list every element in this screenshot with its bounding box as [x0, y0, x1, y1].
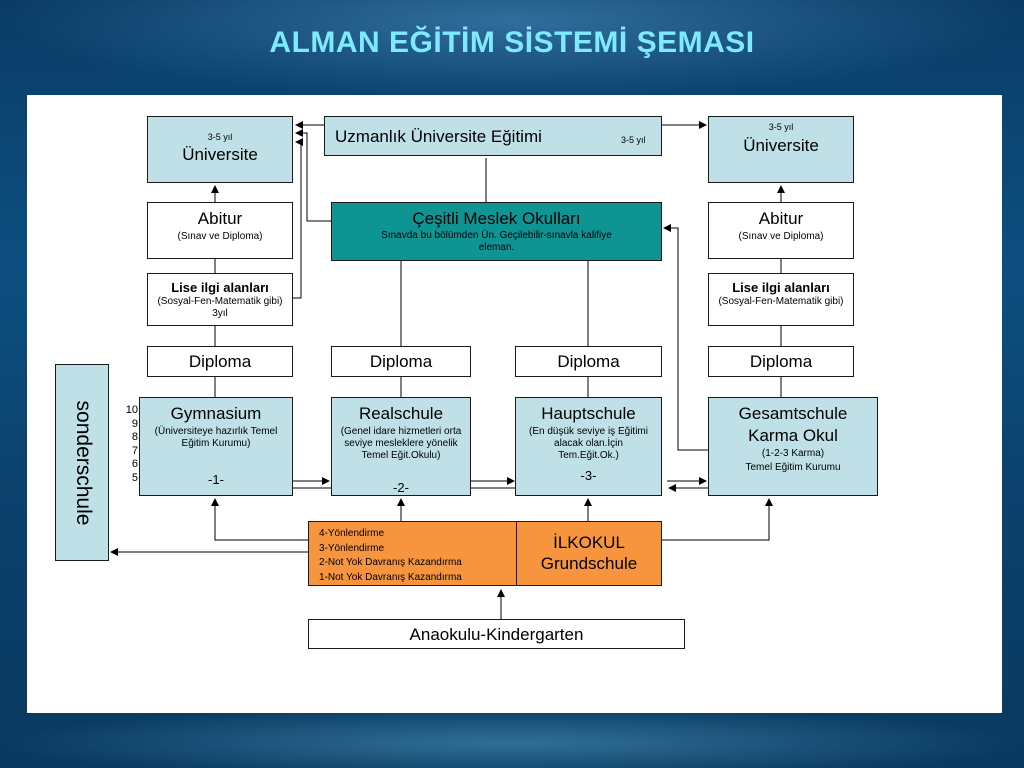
hauptschule-sub: (En düşük seviye iş Eğitimi alacak olan.…	[529, 426, 648, 461]
yonlendirme-line: 2-Not Yok Davranış Kazandırma	[319, 557, 462, 568]
gymnasium-sub: (Üniversiteye hazırlık Temel Eğitim Kuru…	[154, 426, 278, 449]
meslek-okullari-box: Çeşitli Meslek Okulları Sınavda bu bölüm…	[331, 202, 662, 261]
abitur-right-label: Abitur	[758, 209, 804, 228]
universite-right-label: Üniversite	[743, 136, 819, 155]
realschule-number: -2-	[393, 480, 409, 495]
diploma-hauptschule-box: Diploma	[515, 346, 662, 377]
gesamtschule-label: Gesamtschule	[738, 404, 848, 423]
grade-number: 10	[125, 404, 138, 416]
yonlendirme-line: 1-Not Yok Davranış Kazandırma	[319, 571, 462, 583]
lise-left-label: Lise ilgi alanları	[171, 280, 269, 295]
diploma-gesamtschule-label: Diploma	[749, 352, 813, 371]
hauptschule-number: -3-	[580, 468, 597, 483]
universite-right-years: 3-5 yıl	[768, 122, 794, 132]
anaokulu-box: Anaokulu-Kindergarten	[308, 619, 685, 649]
grade-number: 8	[131, 431, 138, 444]
gymnasium-number: -1-	[208, 472, 224, 487]
lise-right-box: Lise ilgi alanları (Sosyal-Fen-Matematik…	[708, 273, 854, 326]
lise-left-sub: (Sosyal-Fen-Matematik gibi) 3yıl	[157, 296, 283, 319]
gesamtschule-box: Gesamtschule Karma Okul (1-2-3 Karma) Te…	[708, 397, 878, 496]
grade-number: 6	[131, 458, 138, 471]
grade-number: 9	[131, 417, 138, 430]
universite-left-years: 3-5 yıl	[207, 132, 233, 142]
uzmanlik-box: Uzmanlık Üniversite Eğitimi 3-5 yıl	[324, 116, 662, 156]
diploma-gymnasium-box: Diploma	[147, 346, 293, 377]
meslek-sub: Sınavda bu bölümden Ün. Geçilebilir-sına…	[381, 230, 612, 253]
grade-numbers: 10 9 8 7 6 5	[122, 404, 138, 486]
gymnasium-label: Gymnasium	[170, 404, 262, 423]
sonderschule-label: sonderschule	[72, 400, 95, 526]
universite-left-label: Üniversite	[182, 145, 258, 164]
sonderschule-box: sonderschule	[55, 364, 109, 561]
diploma-realschule-label: Diploma	[369, 352, 433, 371]
grade-number: 7	[131, 444, 138, 457]
abitur-right-sub: (Sınav ve Diploma)	[738, 231, 824, 242]
gymnasium-box: Gymnasium (Üniversiteye hazırlık Temel E…	[139, 397, 293, 496]
diploma-gymnasium-label: Diploma	[188, 352, 252, 371]
abitur-left-sub: (Sınav ve Diploma)	[177, 231, 263, 242]
gesamtschule-sub1: (1-2-3 Karma)	[761, 448, 825, 459]
realschule-sub: (Genel idare hizmetleri orta seviye mesl…	[340, 426, 462, 461]
karma-okul-label: Karma Okul	[748, 426, 838, 445]
ilkokul-box: İLKOKUL Grundschule	[516, 521, 662, 586]
uzmanlik-years: 3-5 yıl	[621, 135, 646, 145]
hauptschule-label: Hauptschule	[541, 404, 636, 423]
abitur-left-box: Abitur (Sınav ve Diploma)	[147, 202, 293, 259]
abitur-left-label: Abitur	[197, 209, 243, 228]
meslek-label: Çeşitli Meslek Okulları	[412, 209, 581, 228]
universite-right-box: 3-5 yıl Üniversite	[708, 116, 854, 183]
uzmanlik-label: Uzmanlık Üniversite Eğitimi	[335, 127, 542, 146]
abitur-right-box: Abitur (Sınav ve Diploma)	[708, 202, 854, 259]
diploma-realschule-box: Diploma	[331, 346, 471, 377]
ilkokul-label: İLKOKUL	[553, 533, 625, 552]
hauptschule-box: Hauptschule (En düşük seviye iş Eğitimi …	[515, 397, 662, 496]
slide-title: ALMAN EĞİTİM SİSTEMİ ŞEMASI	[269, 26, 755, 59]
diploma-hauptschule-label: Diploma	[557, 352, 620, 371]
diploma-gesamtschule-box: Diploma	[708, 346, 854, 377]
lise-left-box: Lise ilgi alanları (Sosyal-Fen-Matematik…	[147, 273, 293, 326]
yonlendirme-line: 4-Yönlendirme	[319, 528, 385, 539]
lise-right-sub: (Sosyal-Fen-Matematik gibi)	[718, 296, 844, 307]
grundschule-label: Grundschule	[540, 554, 638, 573]
yonlendirme-line: 3-Yönlendirme	[319, 542, 385, 554]
grade-number: 5	[131, 471, 138, 484]
lise-right-label: Lise ilgi alanları	[732, 280, 830, 295]
header-glow	[0, 0, 1024, 100]
realschule-box: Realschule (Genel idare hizmetleri orta …	[331, 397, 471, 496]
realschule-label: Realschule	[358, 404, 444, 423]
footer-glow	[0, 705, 1024, 768]
universite-left-box: 3-5 yıl Üniversite	[147, 116, 293, 183]
gesamtschule-sub2: Temel Eğitim Kurumu	[745, 462, 841, 473]
anaokulu-label: Anaokulu-Kindergarten	[409, 625, 584, 644]
yonlendirme-box: 4-Yönlendirme 3-Yönlendirme 2-Not Yok Da…	[308, 521, 517, 586]
